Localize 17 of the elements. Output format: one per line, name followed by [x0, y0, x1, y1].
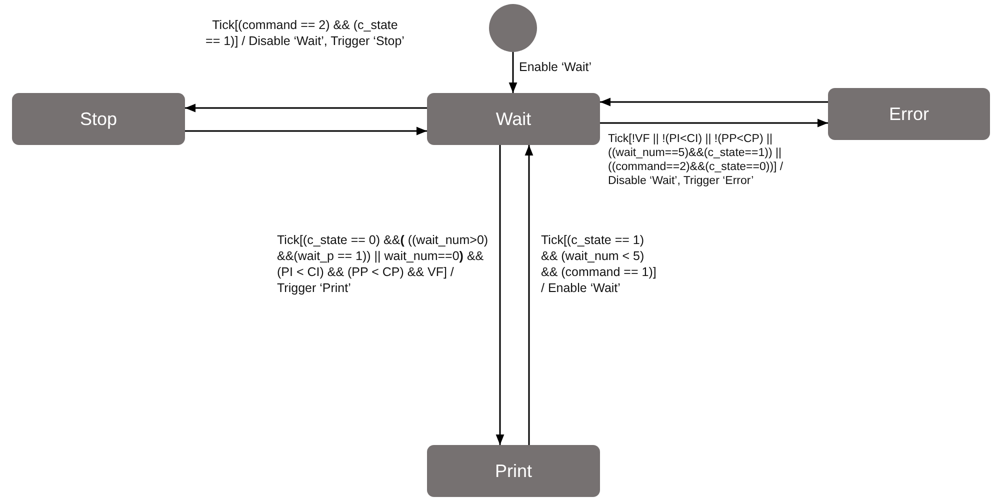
- state-name: Error: [889, 104, 929, 124]
- state-name: Stop: [80, 108, 118, 130]
- state-box: [427, 445, 600, 497]
- state-name: Print: [494, 460, 532, 482]
- transition-arrow: [600, 118, 828, 128]
- transition-arrow: [600, 98, 828, 106]
- state-name: Wait: [496, 108, 532, 130]
- state-box: [427, 93, 600, 145]
- edge-label: Tick[(command == 2) && (c_state == 1)] / Disable ‘Wait’, Trigger ‘Stop’: [205, 17, 405, 49]
- transition-arrow: [508, 52, 518, 93]
- transition-arrow: [185, 104, 427, 112]
- transition-arrow: [496, 145, 504, 445]
- state-box: [828, 88, 990, 140]
- transition-arrow: [185, 126, 427, 136]
- transition-arrow: [524, 145, 534, 445]
- initial-state-circle: [489, 4, 537, 52]
- state-box: [12, 93, 185, 145]
